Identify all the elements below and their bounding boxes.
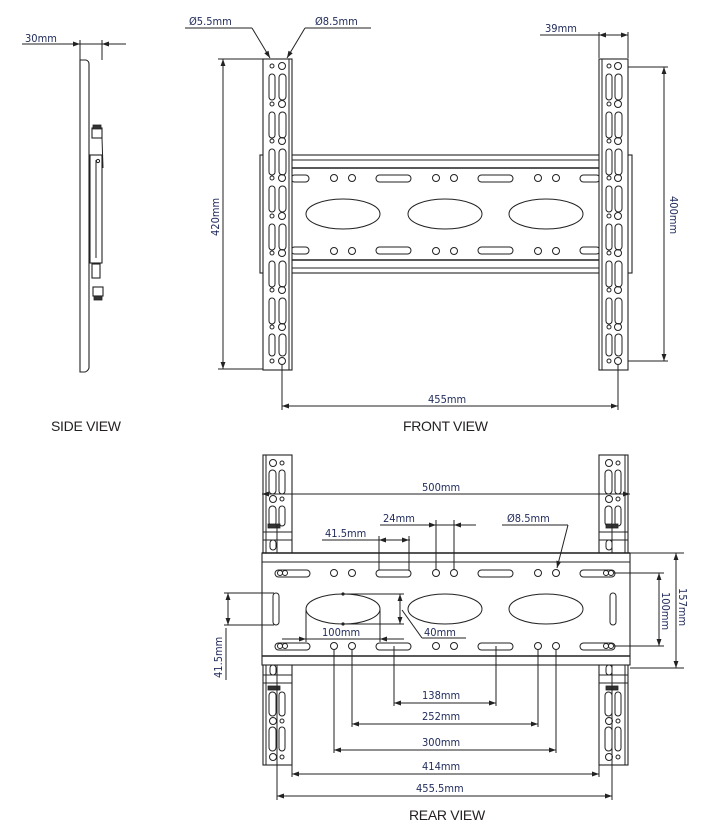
front-right-rail bbox=[598, 58, 629, 371]
vesa-414-dim: 414mm bbox=[422, 760, 460, 773]
vesa-300-dim: 300mm bbox=[422, 736, 460, 749]
rear-view-label: REAR VIEW bbox=[409, 807, 486, 823]
side-slot-height-dim: 41.5mm bbox=[212, 637, 225, 678]
rear-rail-spacing-dim: 455.5mm bbox=[416, 782, 464, 795]
small-hole-dim: Ø5.5mm bbox=[189, 15, 232, 28]
rear-view: 500mm 24mm 41.5mm Ø8.5mm 100mm 40mm bbox=[212, 454, 689, 823]
front-view: Ø5.5mm Ø8.5mm 420mm 39mm 400mm bbox=[185, 15, 680, 434]
rail-height-dim: 420mm bbox=[209, 198, 222, 236]
hole-rows-spacing-dim: 100mm bbox=[659, 592, 672, 630]
front-left-rail bbox=[262, 58, 293, 371]
oval-width-dim: 100mm bbox=[322, 626, 360, 639]
slot-length-dim: 41.5mm bbox=[325, 527, 366, 540]
rail-width-dim: 39mm bbox=[545, 22, 577, 35]
front-rail-spacing-dim: 455mm bbox=[428, 393, 466, 406]
side-depth-dim: 30mm bbox=[25, 32, 57, 45]
hole-pair-spacing-dim: 24mm bbox=[383, 512, 415, 525]
plate-hole-dim: Ø8.5mm bbox=[507, 512, 550, 525]
plate-height-dim: 157mm bbox=[676, 588, 689, 626]
vesa-138-dim: 138mm bbox=[422, 689, 460, 702]
oval-height-dim: 40mm bbox=[424, 626, 456, 639]
side-view: 30mm SIDE VIEW bbox=[22, 32, 126, 434]
large-hole-dim: Ø8.5mm bbox=[315, 15, 358, 28]
vesa-252-dim: 252mm bbox=[422, 710, 460, 723]
hole-span-dim: 400mm bbox=[667, 196, 680, 234]
rear-overall-width-dim: 500mm bbox=[422, 481, 460, 494]
front-view-label: FRONT VIEW bbox=[403, 418, 489, 434]
side-view-label: SIDE VIEW bbox=[51, 418, 122, 434]
